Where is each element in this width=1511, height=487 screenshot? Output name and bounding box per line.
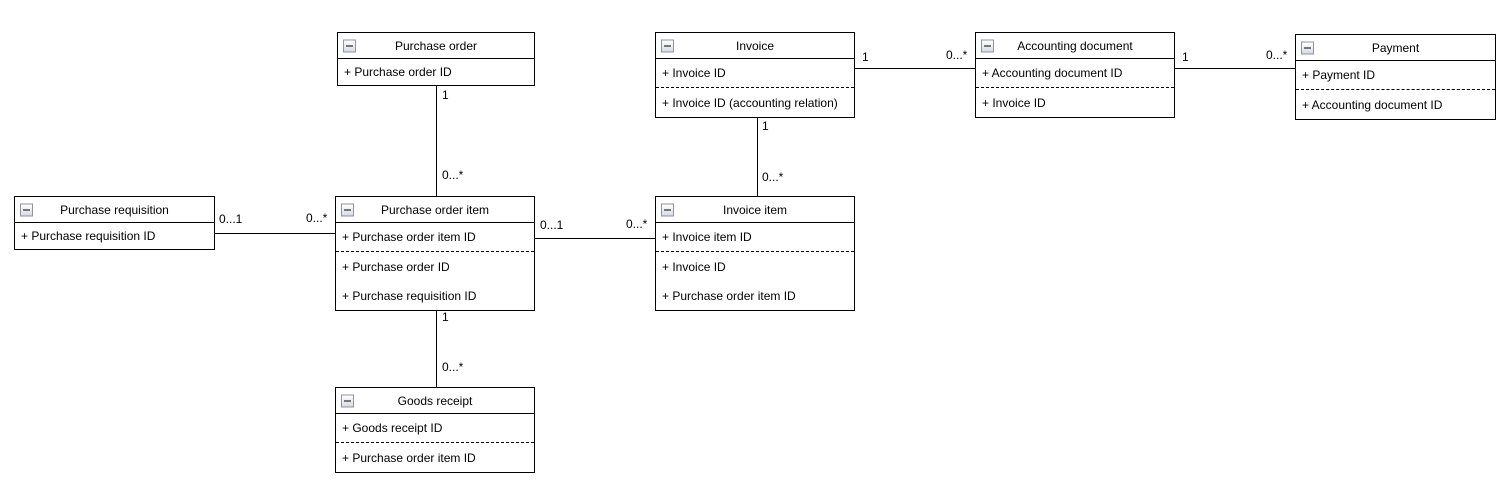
- multiplicity-label: 0...*: [626, 217, 648, 231]
- entity-header: Goods receipt: [336, 388, 534, 414]
- attribute-row[interactable]: + Invoice ID (accounting relation): [662, 95, 838, 110]
- entity-title: Invoice item: [722, 202, 788, 217]
- attribute-row[interactable]: + Accounting document ID: [1302, 97, 1443, 112]
- edge-invoice-to-accounting-document[interactable]: [855, 68, 975, 69]
- attribute-row[interactable]: + Goods receipt ID: [342, 421, 443, 435]
- attribute-section: + Purchase requisition ID: [15, 223, 214, 249]
- attribute-row[interactable]: + Purchase order ID: [342, 259, 450, 274]
- entity-header: Accounting document: [976, 33, 1174, 59]
- attribute-section: + Purchase order ID + Purchase requisiti…: [336, 251, 534, 310]
- attribute-row[interactable]: + Invoice ID: [662, 66, 726, 80]
- attribute-section: + Purchase order item ID: [336, 442, 534, 472]
- collapse-icon[interactable]: [343, 39, 356, 52]
- collapse-icon[interactable]: [1301, 41, 1314, 54]
- multiplicity-label: 0...1: [540, 218, 564, 232]
- entity-purchase-order[interactable]: Purchase order + Purchase order ID: [337, 32, 535, 86]
- entity-payment[interactable]: Payment + Payment ID + Accounting docume…: [1295, 34, 1496, 120]
- attribute-row[interactable]: + Purchase requisition ID: [342, 288, 477, 303]
- attribute-row[interactable]: + Purchase requisition ID: [21, 229, 156, 243]
- entity-title: Accounting document: [1017, 38, 1133, 53]
- multiplicity-label: 0...*: [762, 170, 784, 184]
- attribute-section: + Accounting document ID: [1296, 89, 1495, 119]
- collapse-icon[interactable]: [981, 39, 994, 52]
- entity-invoice-item[interactable]: Invoice item + Invoice item ID + Invoice…: [655, 196, 855, 311]
- attribute-section: + Goods receipt ID: [336, 414, 534, 442]
- multiplicity-label: 1: [1182, 50, 1189, 64]
- multiplicity-label: 0...*: [946, 48, 968, 62]
- multiplicity-label: 1: [862, 50, 869, 64]
- entity-header: Invoice: [656, 33, 854, 59]
- entity-purchase-requisition[interactable]: Purchase requisition + Purchase requisit…: [14, 196, 215, 250]
- entity-header: Purchase order: [338, 33, 534, 59]
- attribute-section: + Invoice item ID: [656, 223, 854, 251]
- attribute-row[interactable]: + Invoice ID: [982, 95, 1046, 110]
- multiplicity-label: 0...*: [306, 211, 328, 225]
- entity-header: Purchase order item: [336, 197, 534, 223]
- attribute-row[interactable]: + Purchase order item ID: [662, 288, 796, 303]
- attribute-row[interactable]: + Accounting document ID: [982, 66, 1123, 80]
- attribute-row[interactable]: + Invoice item ID: [662, 230, 752, 244]
- attribute-section: + Invoice ID: [976, 87, 1174, 117]
- collapse-icon[interactable]: [341, 203, 354, 216]
- edge-purchase-order-to-purchase-order-item[interactable]: [436, 84, 437, 196]
- edge-purchase-order-item-to-goods-receipt[interactable]: [436, 308, 437, 387]
- attribute-section: + Accounting document ID: [976, 59, 1174, 87]
- entity-title: Payment: [1371, 40, 1420, 55]
- collapse-icon[interactable]: [20, 203, 33, 216]
- attribute-section: + Purchase order item ID: [336, 223, 534, 251]
- entity-accounting-document[interactable]: Accounting document + Accounting documen…: [975, 32, 1175, 118]
- multiplicity-label: 1: [442, 310, 449, 324]
- attribute-row[interactable]: + Purchase order item ID: [342, 230, 476, 244]
- entity-title: Invoice: [735, 38, 775, 53]
- multiplicity-label: 0...*: [1266, 48, 1288, 62]
- attribute-section: + Purchase order ID: [338, 59, 534, 85]
- multiplicity-label: 0...*: [442, 168, 464, 182]
- attribute-row[interactable]: + Purchase order ID: [344, 65, 452, 79]
- entity-purchase-order-item[interactable]: Purchase order item + Purchase order ite…: [335, 196, 535, 311]
- attribute-section: + Invoice ID (accounting relation): [656, 87, 854, 117]
- attribute-section: + Invoice ID: [656, 59, 854, 87]
- attribute-section: + Invoice ID + Purchase order item ID: [656, 251, 854, 310]
- attribute-row[interactable]: + Invoice ID: [662, 259, 726, 274]
- entity-header: Payment: [1296, 35, 1495, 61]
- multiplicity-label: 1: [442, 88, 449, 102]
- multiplicity-label: 0...*: [442, 360, 464, 374]
- edge-purchase-order-item-to-invoice-item[interactable]: [535, 238, 655, 239]
- collapse-icon[interactable]: [661, 39, 674, 52]
- entity-goods-receipt[interactable]: Goods receipt + Goods receipt ID + Purch…: [335, 387, 535, 473]
- edge-purchase-requisition-to-purchase-order-item[interactable]: [215, 233, 335, 234]
- entity-title: Purchase order item: [380, 202, 490, 217]
- collapse-icon[interactable]: [341, 394, 354, 407]
- entity-title: Purchase requisition: [60, 202, 169, 217]
- entity-title: Purchase order: [394, 38, 478, 53]
- entity-header: Invoice item: [656, 197, 854, 223]
- collapse-icon[interactable]: [661, 203, 674, 216]
- attribute-row[interactable]: + Purchase order item ID: [342, 450, 476, 465]
- attribute-row[interactable]: + Payment ID: [1302, 68, 1376, 82]
- entity-invoice[interactable]: Invoice + Invoice ID + Invoice ID (accou…: [655, 32, 855, 118]
- multiplicity-label: 0...1: [219, 212, 243, 226]
- entity-title: Goods receipt: [397, 393, 473, 408]
- edge-accounting-document-to-payment[interactable]: [1175, 68, 1295, 69]
- attribute-section: + Payment ID: [1296, 61, 1495, 89]
- entity-header: Purchase requisition: [15, 197, 214, 223]
- multiplicity-label: 1: [762, 119, 769, 133]
- edge-invoice-to-invoice-item[interactable]: [757, 115, 758, 196]
